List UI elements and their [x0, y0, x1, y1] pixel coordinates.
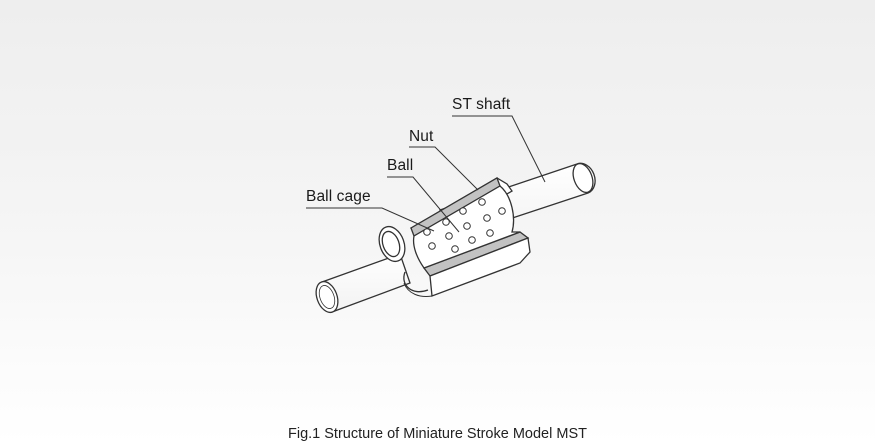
figure-caption: Fig.1 Structure of Miniature Stroke Mode… [288, 426, 587, 442]
label-ball-cage: Ball cage [306, 188, 371, 205]
label-st-shaft: ST shaft [452, 96, 511, 113]
leader-lines [306, 115, 546, 233]
label-ball: Ball [387, 157, 414, 174]
label-nut: Nut [409, 128, 434, 145]
balls [423, 198, 506, 253]
